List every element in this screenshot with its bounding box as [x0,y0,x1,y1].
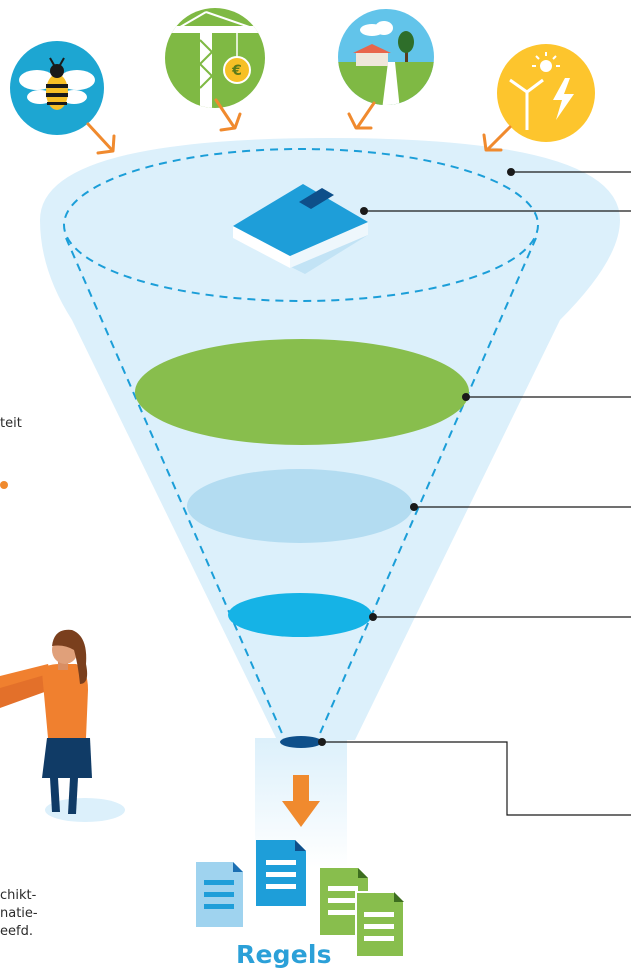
left-text-fragment: teit [0,416,22,431]
callout-dots [318,168,515,746]
crane-euro-icon: € [165,8,265,108]
woman-figure [0,629,125,822]
callout-lines [322,171,631,816]
sun-wind-energy-icon [497,44,595,142]
dark-blue-layer-ellipse [280,736,322,748]
landscape-house-icon [338,9,434,105]
output-label: Regels [236,940,332,969]
bright-blue-layer-ellipse [228,593,372,637]
arrow-bee [86,122,116,155]
orange-dot [0,481,8,489]
bottom-text-fragment-2: natie- [0,906,38,921]
bee-icon [10,41,104,135]
green-layer-ellipse [135,339,469,445]
output-documents [196,840,405,958]
arrow-sun [482,125,512,152]
green-document-icon [355,891,405,958]
bottom-text-fragment-1: chikt- [0,888,37,903]
funnel-dashed-outline [63,148,539,739]
book-icon [233,184,368,274]
light-blue-layer-ellipse [187,469,413,543]
arrow-landscape [347,101,376,130]
blue-document-icon [196,862,243,927]
bottom-text-fragment-3: eefd. [0,924,33,939]
arrow-crane [214,98,242,132]
output-arrow-icon [282,775,320,827]
input-arrows [86,98,512,155]
blue-document-icon [256,840,306,906]
svg-text:€: € [231,63,242,79]
